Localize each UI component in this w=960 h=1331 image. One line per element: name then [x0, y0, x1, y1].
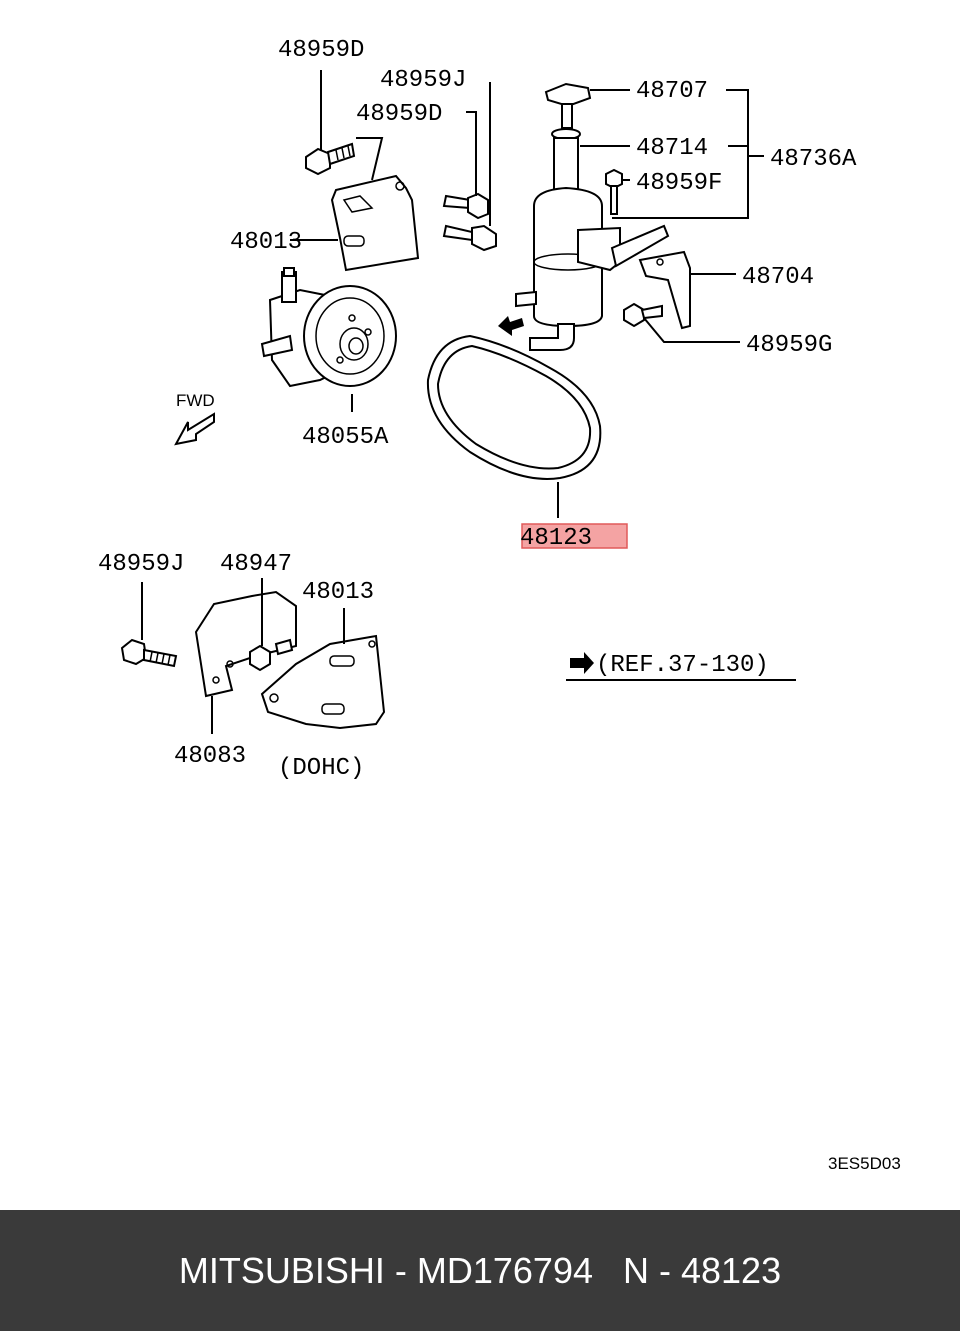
fwd-arrow-icon [174, 412, 215, 446]
strainer-48714 [551, 128, 581, 191]
pump-48055A [260, 267, 397, 388]
label-48714: 48714 [636, 135, 708, 162]
label-48959G: 48959G [746, 332, 832, 359]
label-48959D-top: 48959D [278, 37, 364, 64]
reservoir-cap-48707 [544, 82, 592, 129]
label-48736A: 48736A [770, 146, 857, 173]
bracket-48013-top [330, 174, 420, 272]
reservoir-tank [515, 186, 670, 351]
bolt-48959D-top [305, 142, 356, 176]
label-48123: 48123 [520, 525, 592, 552]
label-diagram-code: 3ES5D03 [828, 1154, 901, 1173]
footer-text: MITSUBISHI - MD176794 N - 48123 [178, 1249, 782, 1291]
ref-arrow-icon [570, 652, 594, 674]
label-variant: (DOHC) [278, 755, 364, 782]
label-48055A: 48055A [302, 424, 389, 451]
footer-bar: MITSUBISHI - MD176794 N - 48123 [0, 1210, 960, 1331]
label-48704: 48704 [742, 264, 814, 291]
belt-48123 [426, 334, 602, 480]
bolt-48959J-bottom [120, 638, 178, 668]
label-48959F: 48959F [636, 170, 722, 197]
bracket-48704 [638, 250, 691, 330]
label-48959J-bottom: 48959J [98, 551, 184, 578]
label-ref[interactable]: (REF.37-130) [596, 652, 769, 679]
highlight-box [521, 523, 628, 549]
nut-48947 [249, 638, 294, 672]
label-48013-bottom: 48013 [302, 579, 374, 606]
bolt-48959J-top [442, 192, 497, 252]
direction-arrow-icon [498, 316, 524, 336]
label-48083: 48083 [174, 743, 246, 770]
parts-diagram: 48959D 48959J 48959D 48707 48714 48736A … [98, 37, 901, 1173]
bracket-48013-bottom [260, 634, 386, 730]
label-48013-top: 48013 [230, 229, 302, 256]
bolt-48959G [623, 302, 663, 328]
bolt-48959F [605, 168, 623, 215]
label-48707: 48707 [636, 78, 708, 105]
bracket-48083 [194, 590, 297, 698]
label-48959J-top: 48959J [380, 67, 466, 94]
label-48959D-mid: 48959D [356, 101, 442, 128]
label-48947: 48947 [220, 551, 292, 578]
label-fwd: FWD [176, 391, 215, 410]
